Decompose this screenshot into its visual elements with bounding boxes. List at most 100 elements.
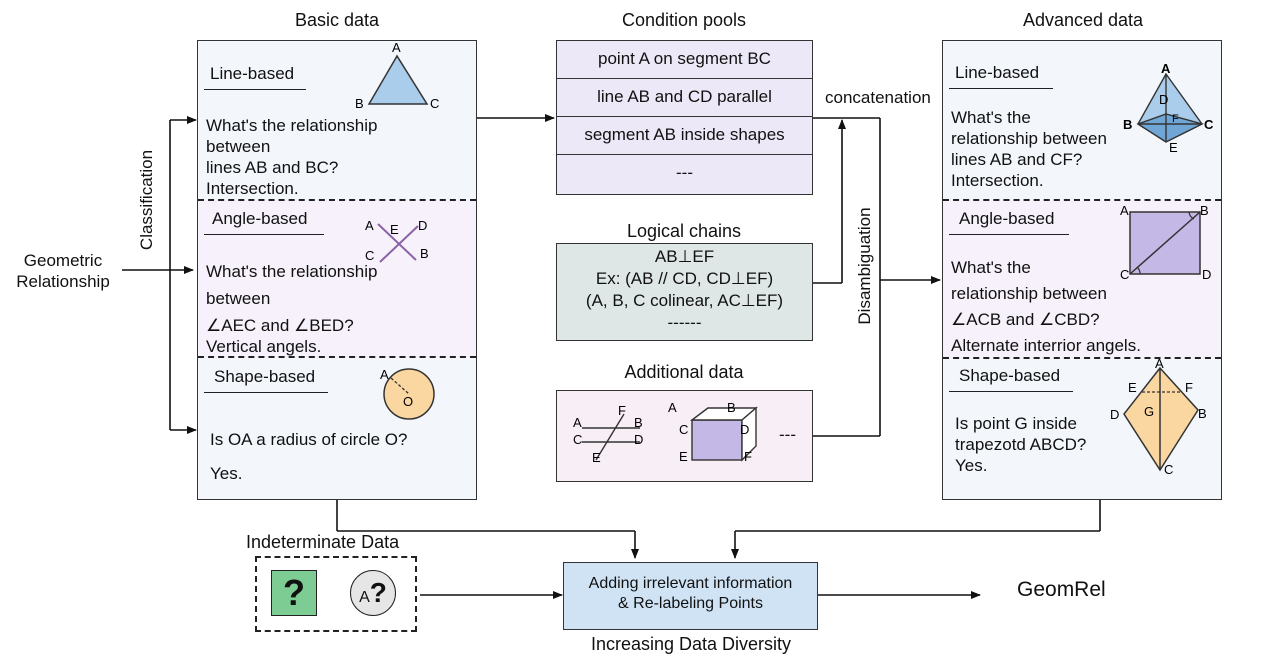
- basic-line-answer: Intersection.: [206, 179, 299, 198]
- adv-shape-q2: trapezotd ABCD?: [955, 435, 1087, 454]
- rect-label-d: D: [1202, 267, 1211, 282]
- basic-angle-title: Angle-based: [212, 209, 308, 228]
- basic-separator-2: [198, 356, 476, 358]
- cube-label-d: D: [740, 422, 749, 437]
- basic-line-title: Line-based: [210, 64, 295, 83]
- triangle-figure: A B C: [355, 40, 439, 111]
- basic-line-q1: What's the relationship: [206, 116, 378, 135]
- classification-label: Classification: [137, 149, 156, 251]
- adv-line-underline: [949, 88, 1053, 89]
- cross-label-d: D: [418, 218, 427, 233]
- basic-data-header: Basic data: [294, 10, 380, 30]
- pool-item: point A on segment BC: [557, 41, 812, 79]
- adv-angle-q3: ∠ACB and ∠CBD?: [951, 310, 1100, 329]
- cube-label-f: F: [744, 449, 752, 464]
- basic-line-q3: lines AB and BC?: [206, 158, 339, 177]
- tri-label-a: A: [392, 40, 401, 55]
- crossing-lines-figure: A E D C B: [365, 218, 429, 263]
- basic-shape-title: Shape-based: [214, 367, 316, 386]
- kite-label-f: F: [1185, 380, 1193, 395]
- pool-item: line AB and CD parallel: [557, 79, 812, 117]
- circ-label-o: O: [403, 394, 413, 409]
- basic-data-panel: Line-based What's the relationship betwe…: [197, 40, 477, 500]
- pyramid-figure: A D B F C E: [1123, 61, 1214, 154]
- pyr-label-a: A: [1161, 61, 1171, 76]
- unknown-circle: A?: [350, 570, 396, 616]
- geometric-text: Geometric: [23, 251, 103, 270]
- circle-figure: A O: [380, 367, 435, 420]
- pyr-label-c: C: [1204, 117, 1214, 132]
- adv-angle-q1: What's the: [951, 258, 1031, 277]
- process-caption: Increasing Data Diversity: [590, 634, 792, 654]
- basic-angle-q2: between: [206, 289, 271, 308]
- advanced-separator-2: [943, 357, 1221, 359]
- adv-angle-underline: [949, 234, 1069, 235]
- circ-label-a: A: [380, 367, 389, 382]
- adv-line-q2: relationship between: [951, 129, 1107, 148]
- basic-angle-question: What's the relationship between ∠AEC and…: [206, 261, 377, 357]
- condition-pools-header: Condition pools: [621, 10, 747, 30]
- unknown-circle-mark: ?: [369, 577, 387, 608]
- additional-data-header: Additional data: [624, 362, 744, 382]
- par-label-e: E: [592, 450, 601, 465]
- basic-angle-answer: Vertical angels.: [206, 337, 322, 356]
- process-line1: Adding irrelevant information: [588, 575, 793, 592]
- basic-line-question: What's the relationship between lines AB…: [206, 115, 377, 199]
- logical-chains-box: AB⊥EF Ex: (AB // CD, CD⊥EF) (A, B, C col…: [556, 243, 813, 341]
- tri-label-c: C: [430, 96, 439, 111]
- cross-label-c: C: [365, 248, 374, 263]
- disambiguation-label: Disambiguation: [855, 207, 874, 325]
- rect-label-a: A: [1120, 203, 1129, 218]
- adv-shape-title: Shape-based: [959, 366, 1061, 385]
- adv-shape-answer: Yes.: [955, 456, 988, 475]
- kite-label-e: E: [1128, 380, 1137, 395]
- kite-label-a: A: [1155, 356, 1164, 371]
- basic-separator-1: [198, 199, 476, 201]
- adv-line-q3: lines AB and CF?: [951, 150, 1083, 169]
- basic-angle-underline: [204, 234, 324, 235]
- cube-label-a: A: [668, 400, 677, 415]
- logical-line: AB⊥EF: [654, 247, 715, 266]
- adv-shape-underline: [949, 391, 1073, 392]
- adv-shape-question: Is point G inside trapezotd ABCD? Yes.: [955, 413, 1086, 476]
- cube-label-c: C: [679, 422, 688, 437]
- kite-label-b: B: [1198, 406, 1207, 421]
- par-label-c: C: [573, 432, 582, 447]
- adv-angle-q2: relationship between: [951, 284, 1107, 303]
- angle-section-bg: [198, 201, 475, 358]
- cross-label-a: A: [365, 218, 374, 233]
- rect-label-b: B: [1200, 203, 1209, 218]
- adv-angle-title: Angle-based: [959, 209, 1055, 228]
- basic-line-underline: [204, 89, 306, 90]
- logical-line: (A, B, C colinear, AC⊥EF): [585, 291, 784, 310]
- relationship-text: Relationship: [16, 272, 110, 291]
- basic-shape-question: Is OA a radius of circle O?: [210, 430, 408, 449]
- logical-line: ------: [667, 313, 702, 332]
- indeterminate-data-box: ? A?: [255, 556, 417, 632]
- basic-angle-q1: What's the relationship: [206, 262, 378, 281]
- pool-item: segment AB inside shapes: [557, 117, 812, 155]
- unknown-circle-letter: A: [359, 589, 370, 606]
- kite-label-d: D: [1110, 407, 1119, 422]
- cube-label-b: B: [727, 400, 736, 415]
- process-box: Adding irrelevant information & Re-label…: [563, 562, 818, 630]
- kite-label-g: G: [1144, 404, 1154, 419]
- basic-angle-q3: ∠AEC and ∠BED?: [206, 316, 354, 335]
- par-label-b: B: [634, 415, 643, 430]
- logical-line: Ex: (AB // CD, CD⊥EF): [595, 269, 774, 288]
- logical-chains-header: Logical chains: [626, 221, 742, 241]
- advanced-separator-1: [943, 199, 1221, 201]
- adv-line-question: What's the relationship between lines AB…: [951, 107, 1107, 191]
- unknown-square: ?: [271, 570, 317, 616]
- tri-label-b: B: [355, 96, 364, 111]
- adv-angle-question: What's the relationship between ∠ACB and…: [951, 255, 1141, 359]
- adv-angle-answer: Alternate interrior angels.: [951, 336, 1141, 355]
- cube-label-e: E: [679, 449, 688, 464]
- basic-shape-answer: Yes.: [210, 464, 243, 483]
- rectangle-figure: A B C D: [1120, 203, 1211, 282]
- geometric-relationship-label: Geometric Relationship: [8, 250, 118, 292]
- pyr-label-f: F: [1172, 113, 1179, 125]
- pyr-label-d: D: [1159, 92, 1168, 107]
- par-label-f: F: [618, 403, 626, 418]
